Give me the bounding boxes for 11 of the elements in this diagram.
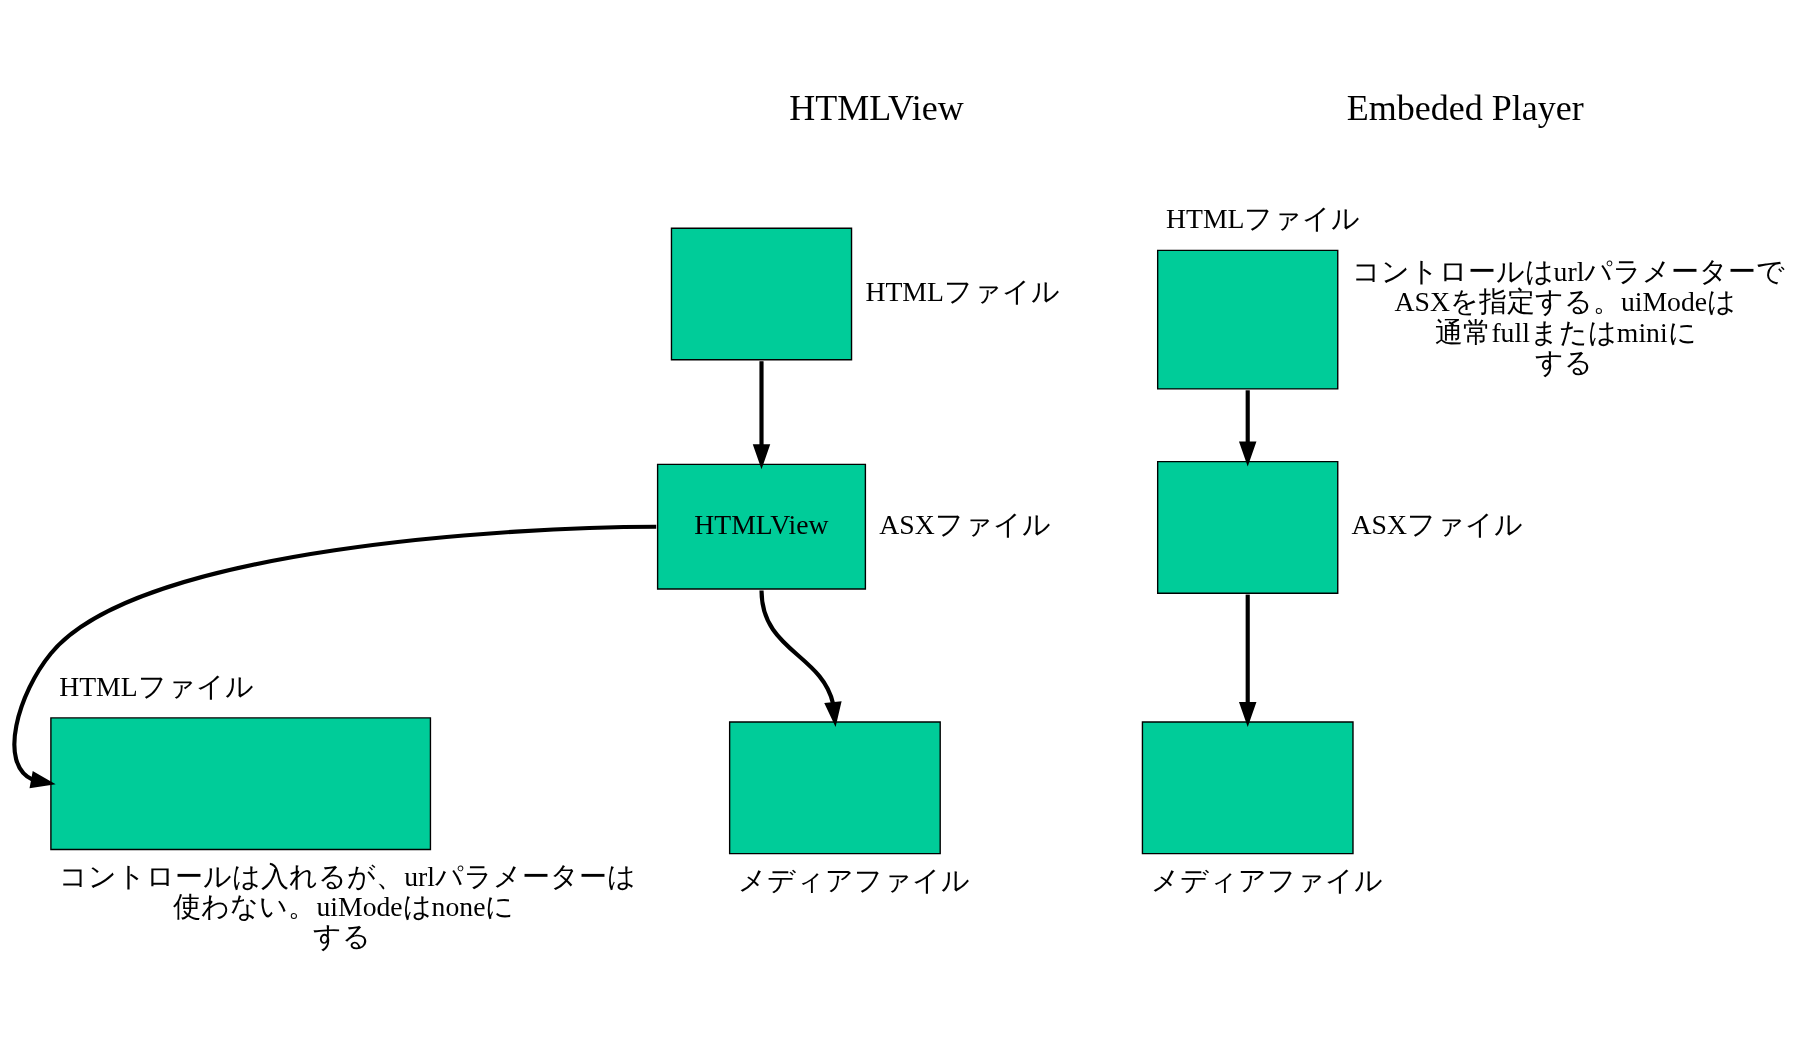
node-label: メディアファイル (1150, 864, 1383, 896)
label: HTMLView (789, 87, 964, 128)
node-label: HTMLファイル (865, 275, 1060, 307)
node-label: HTMLファイル (1165, 203, 1361, 235)
node-label: ASXファイル (879, 508, 1051, 540)
node-label: ASXファイル (1351, 509, 1523, 541)
node-label: HTMLファイル (59, 670, 254, 702)
label: Embeded Player (1346, 87, 1584, 128)
node-label: コントロールはurlパラメーターでASXを指定する。uiModeは通常fullまたはminiにする (1351, 255, 1786, 379)
node-label: コントロールは入れるが、urlパラメーターは使わない。uiModeはnoneにする (59, 860, 636, 953)
node-label: メディアファイル (737, 864, 970, 896)
